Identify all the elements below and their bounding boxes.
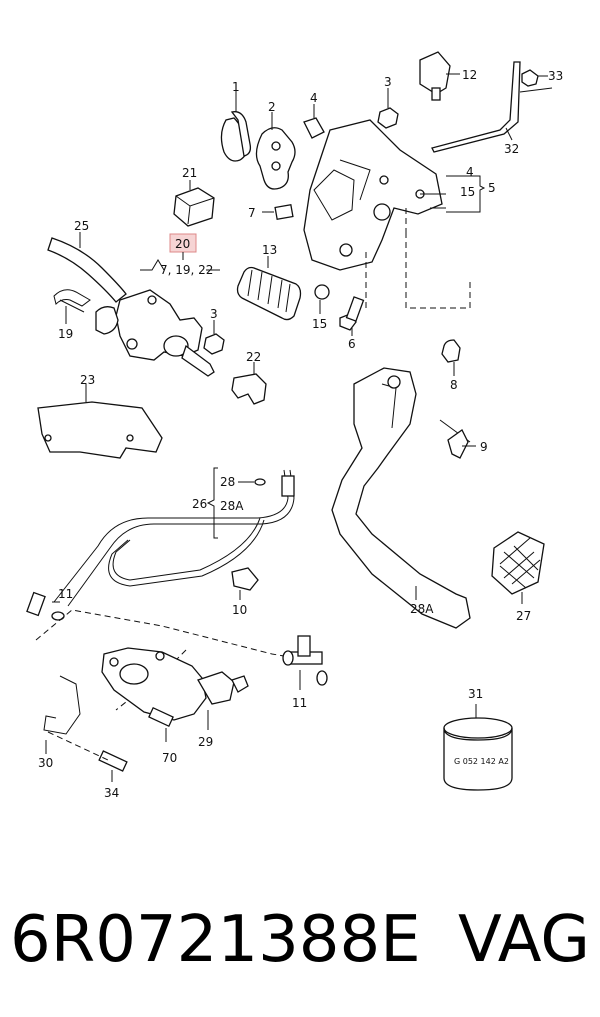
- callout-25: 25: [74, 219, 89, 233]
- part-22-clip: [231, 362, 267, 405]
- part-1-clip: [220, 86, 252, 162]
- callout-3-top: 3: [384, 75, 392, 89]
- callout-11: 27: [516, 609, 531, 623]
- part-34-bracket: [43, 675, 81, 754]
- callout-28A-mid: 28A: [220, 499, 244, 513]
- part-31-bolt: [148, 706, 174, 742]
- callout-70: 31: [468, 687, 483, 701]
- callout-26: 26: [192, 497, 207, 511]
- callout-4-right: 4: [466, 165, 474, 179]
- part-9-spring: [439, 419, 476, 459]
- callout-3-mid: 3: [210, 307, 218, 321]
- ring-marking: G 052 142 A2: [454, 757, 509, 766]
- part-23-shield: [37, 384, 163, 459]
- callout-29: 11: [292, 696, 307, 710]
- callout-19: 19: [58, 327, 73, 341]
- part-8-bushing: [441, 339, 461, 376]
- part-21-connector: [173, 180, 215, 227]
- callout-15-right: 15: [460, 185, 475, 199]
- callout-15-mid: 15: [312, 317, 327, 331]
- part-number: 6R0721388E: [10, 903, 421, 977]
- part-3-nut-mid: [203, 320, 225, 355]
- callout-35: 34: [104, 786, 119, 800]
- part-19-clip: [53, 289, 91, 324]
- callout-10: 28A: [410, 602, 434, 616]
- callout-2: 2: [268, 100, 276, 114]
- part-28a-fitting: [26, 591, 65, 621]
- footer: 6R0721388E VAG: [0, 885, 600, 995]
- part-25-hose: [47, 232, 127, 303]
- callout-13: 13: [262, 243, 277, 257]
- part-15-ball: [314, 284, 330, 314]
- part-3-nut-top: [377, 88, 399, 129]
- part-11-pad: [491, 531, 545, 604]
- callout-34: 30: [38, 756, 53, 770]
- part-35-bolt: [47, 731, 128, 782]
- part-27-pipe: [53, 469, 295, 607]
- callout-21: 21: [182, 166, 197, 180]
- callout-28A-left: 11: [58, 587, 73, 601]
- callout-23: 23: [80, 373, 95, 387]
- part-32-bracket: [431, 61, 553, 153]
- callout-12: 12: [462, 68, 477, 82]
- callout-1: 1: [232, 80, 240, 94]
- pedal-bracket: [303, 119, 443, 271]
- callout-32: 32: [504, 142, 519, 156]
- callout-20: 20: [175, 237, 190, 251]
- callout-27: 10: [232, 603, 247, 617]
- callout-5: 5: [488, 181, 496, 195]
- brand-name: VAG: [458, 903, 590, 977]
- master-cylinder: [95, 289, 215, 377]
- callout-6: 6: [348, 337, 356, 351]
- callout-28: 28: [220, 475, 235, 489]
- callout-8: 8: [450, 378, 458, 392]
- callout-4-top: 4: [310, 91, 318, 105]
- part-7-pin: [262, 203, 294, 221]
- callout-31: 70: [162, 751, 177, 765]
- part-13-boot: [236, 256, 302, 321]
- callout-9: 9: [480, 440, 488, 454]
- parts-diagram: 1 2 4 3 12 33: [26, 51, 563, 800]
- part-29-tee: [282, 635, 328, 690]
- callout-22: 22: [246, 350, 261, 364]
- part-70-ring: G 052 142 A2: [443, 704, 513, 791]
- part-33-nut: [521, 69, 548, 87]
- part-6-bolt: [339, 252, 367, 336]
- callout-7-19-22: 7, 19, 22: [160, 263, 213, 277]
- part-30-slave-cylinder: [101, 647, 249, 730]
- callout-30: 29: [198, 735, 213, 749]
- part-4-bushing: [303, 104, 325, 139]
- callout-7-top: 7: [248, 206, 256, 220]
- part-10-pedal: [331, 367, 471, 629]
- part-2-gasket: [255, 112, 296, 190]
- callout-33: 33: [548, 69, 563, 83]
- part-12-sensor: [419, 51, 460, 101]
